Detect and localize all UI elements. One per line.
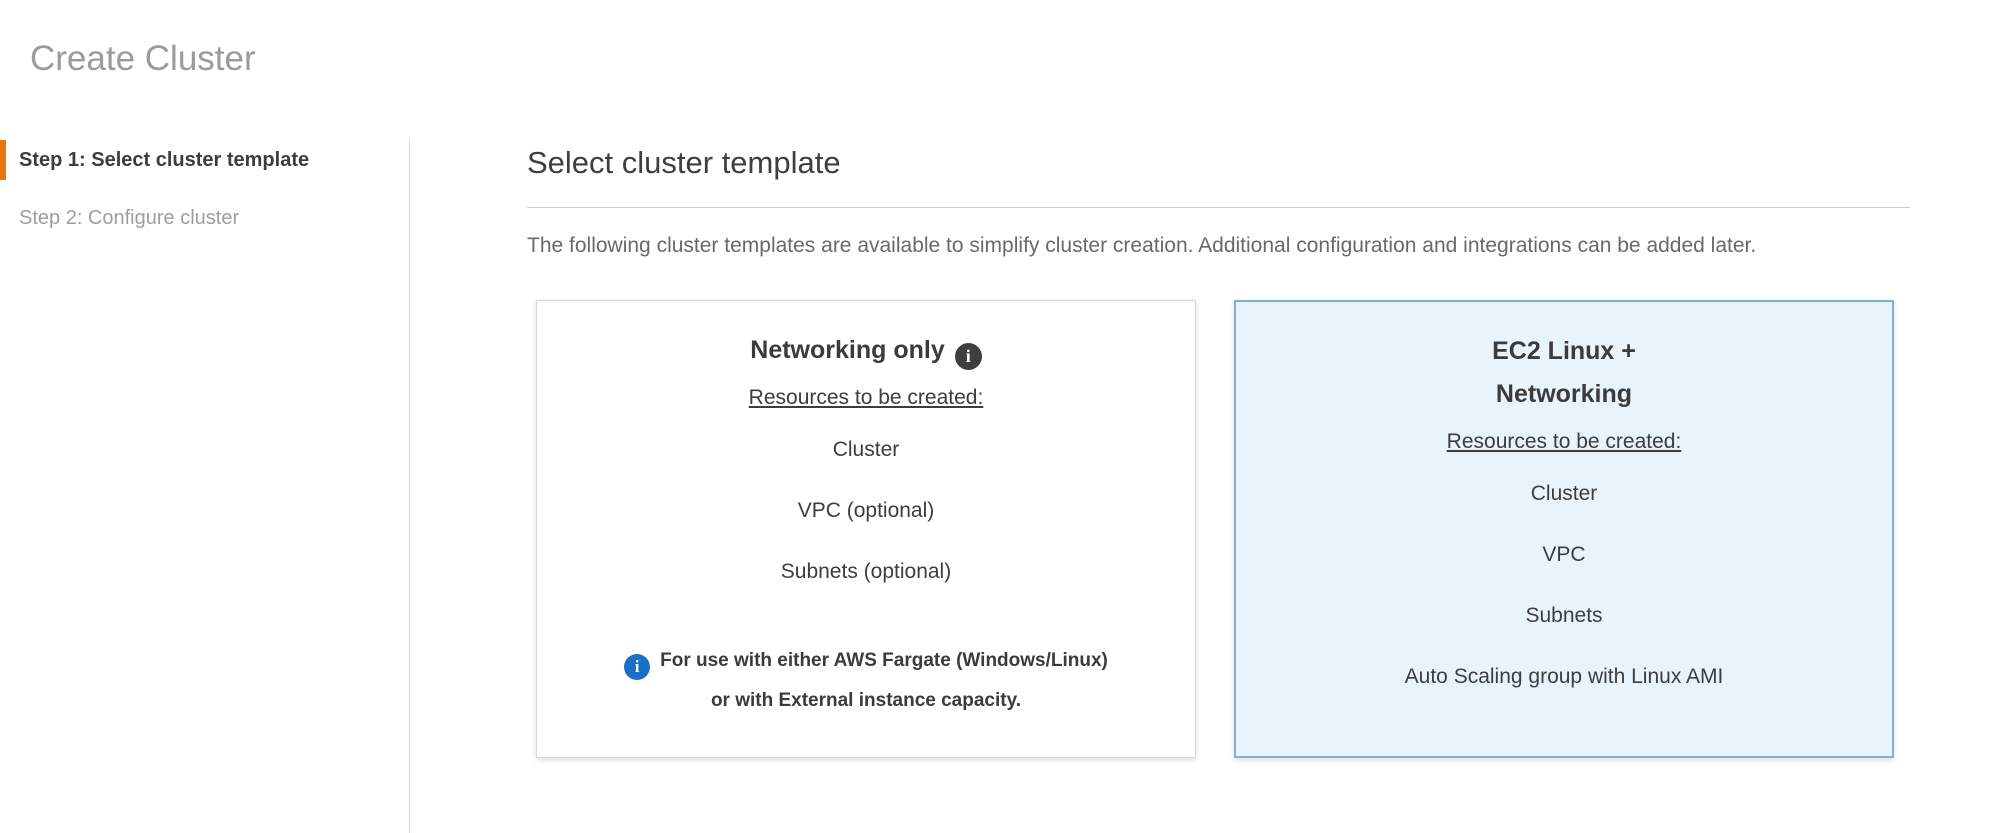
card-note-line: or with External instance capacity. (710, 690, 1022, 711)
sidebar-step-2-configure-cluster: Step 2: Configure cluster (19, 207, 240, 229)
main-content: Select cluster template The following cl… (410, 138, 1999, 833)
info-icon: i (624, 653, 651, 680)
resources-label: Resources to be created: (1446, 430, 1682, 453)
card-note-line: i For use with either AWS Fargate (Window… (624, 641, 1108, 681)
resource-item: Subnets (1525, 604, 1603, 627)
card-note: i For use with either AWS Fargate (Window… (624, 641, 1108, 721)
section-description: The following cluster templates are avai… (527, 234, 1757, 257)
resource-list: Cluster VPC (optional) Subnets (optional… (781, 411, 951, 584)
sidebar-step-1-select-cluster-template[interactable]: Step 1: Select cluster template (0, 140, 409, 180)
card-title-line: Networking (1495, 380, 1633, 408)
info-icon-glyph: i (965, 346, 971, 366)
resource-item: Cluster (1530, 482, 1598, 505)
template-card-ec2-linux-networking[interactable]: EC2 Linux + Networking Resources to be c… (1234, 300, 1894, 758)
wizard-steps-sidebar: Step 1: Select cluster template Step 2: … (0, 138, 410, 833)
resource-item: Cluster (832, 438, 900, 461)
resource-list: Cluster VPC Subnets Auto Scaling group w… (1405, 455, 1724, 689)
section-heading: Select cluster template (527, 145, 841, 180)
template-card-networking-only[interactable]: Networking only i Resources to be created… (536, 300, 1196, 758)
resource-item: Subnets (optional) (780, 560, 952, 583)
wizard-layout: Step 1: Select cluster template Step 2: … (0, 138, 1999, 833)
card-title-text: Networking only (750, 336, 945, 364)
template-cards: Networking only i Resources to be created… (536, 300, 1910, 758)
card-note-text: For use with either AWS Fargate (Windows… (660, 650, 1108, 671)
resource-item: VPC (optional) (797, 499, 935, 522)
card-title: Networking only i (750, 329, 982, 372)
info-icon-glyph: i (634, 657, 640, 676)
resource-item: VPC (1542, 543, 1586, 566)
heading-divider (527, 207, 1910, 208)
page-title: Create Cluster (30, 39, 256, 78)
resource-item: Auto Scaling group with Linux AMI (1404, 665, 1724, 688)
resources-label: Resources to be created: (748, 386, 984, 409)
info-icon[interactable]: i (954, 342, 982, 370)
card-title-line: EC2 Linux + (1492, 337, 1636, 365)
card-title: EC2 Linux + Networking (1492, 330, 1636, 416)
